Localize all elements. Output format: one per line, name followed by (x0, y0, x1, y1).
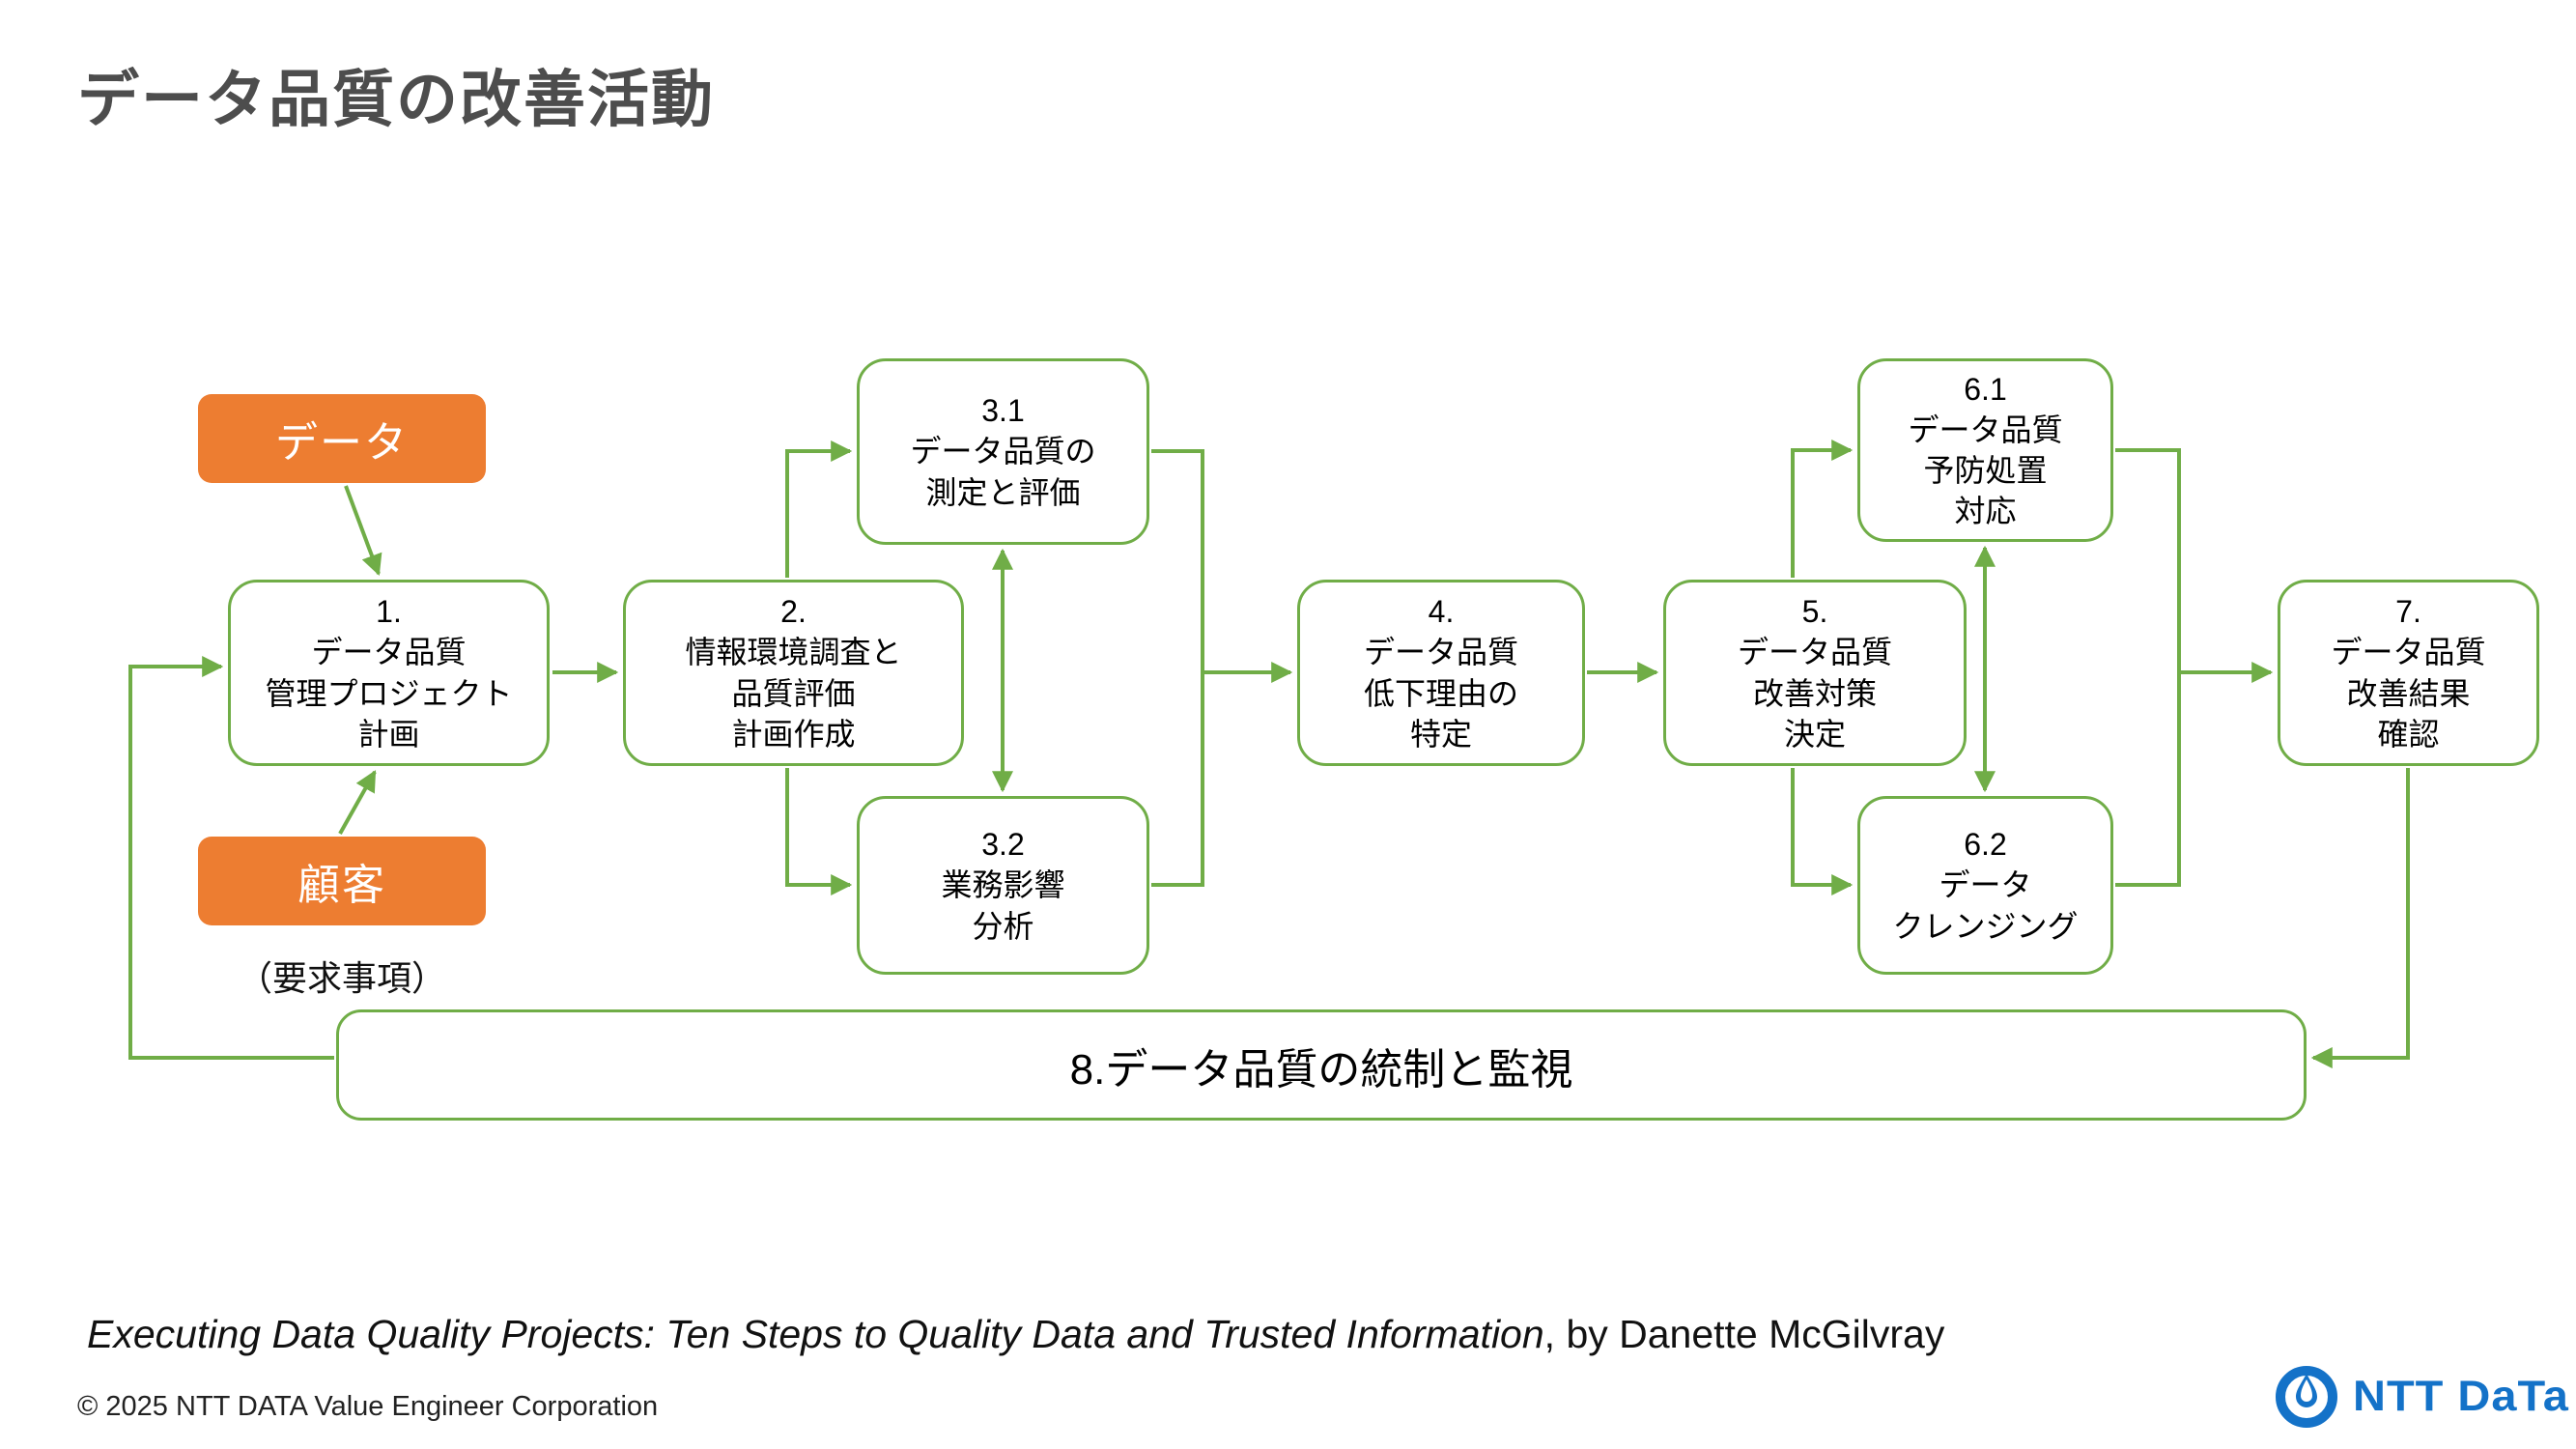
step-box-1: 1. データ品質 管理プロジェクト 計画 (228, 580, 550, 766)
step-box-6-2: 6.2 データ クレンジング (1857, 796, 2113, 975)
governance-box-8: 8.データ品質の統制と監視 (336, 1009, 2307, 1121)
step-box-7: 7. データ品質 改善結果 確認 (2278, 580, 2539, 766)
citation: Executing Data Quality Projects: Ten Ste… (87, 1312, 1944, 1357)
data-source-box: データ (198, 394, 486, 483)
customer-box: 顧客 (198, 837, 486, 925)
step-box-5: 5. データ品質 改善対策 決定 (1663, 580, 1967, 766)
step-box-2: 2. 情報環境調査と 品質評価 計画作成 (623, 580, 964, 766)
ntt-data-emblem-icon (2276, 1366, 2337, 1428)
citation-book-title: Executing Data Quality Projects: Ten Ste… (87, 1312, 1544, 1356)
copyright-text: © 2025 NTT DATA Value Engineer Corporati… (77, 1391, 659, 1422)
citation-author: , by Danette McGilvray (1543, 1312, 1945, 1356)
step-box-6-1: 6.1 データ品質 予防処置 対応 (1857, 358, 2113, 542)
page-title: データ品質の改善活動 (77, 65, 715, 134)
step-box-4: 4. データ品質 低下理由の 特定 (1297, 580, 1585, 766)
step-box-3-2: 3.2 業務影響 分析 (857, 796, 1149, 975)
customer-requirements-note: （要求事項） (237, 958, 446, 998)
ntt-data-wordmark: NTT DaTa (2353, 1370, 2569, 1420)
step-box-3-1: 3.1 データ品質の 測定と評価 (857, 358, 1149, 545)
ntt-data-logo: NTT DaTa (2272, 1360, 2569, 1430)
